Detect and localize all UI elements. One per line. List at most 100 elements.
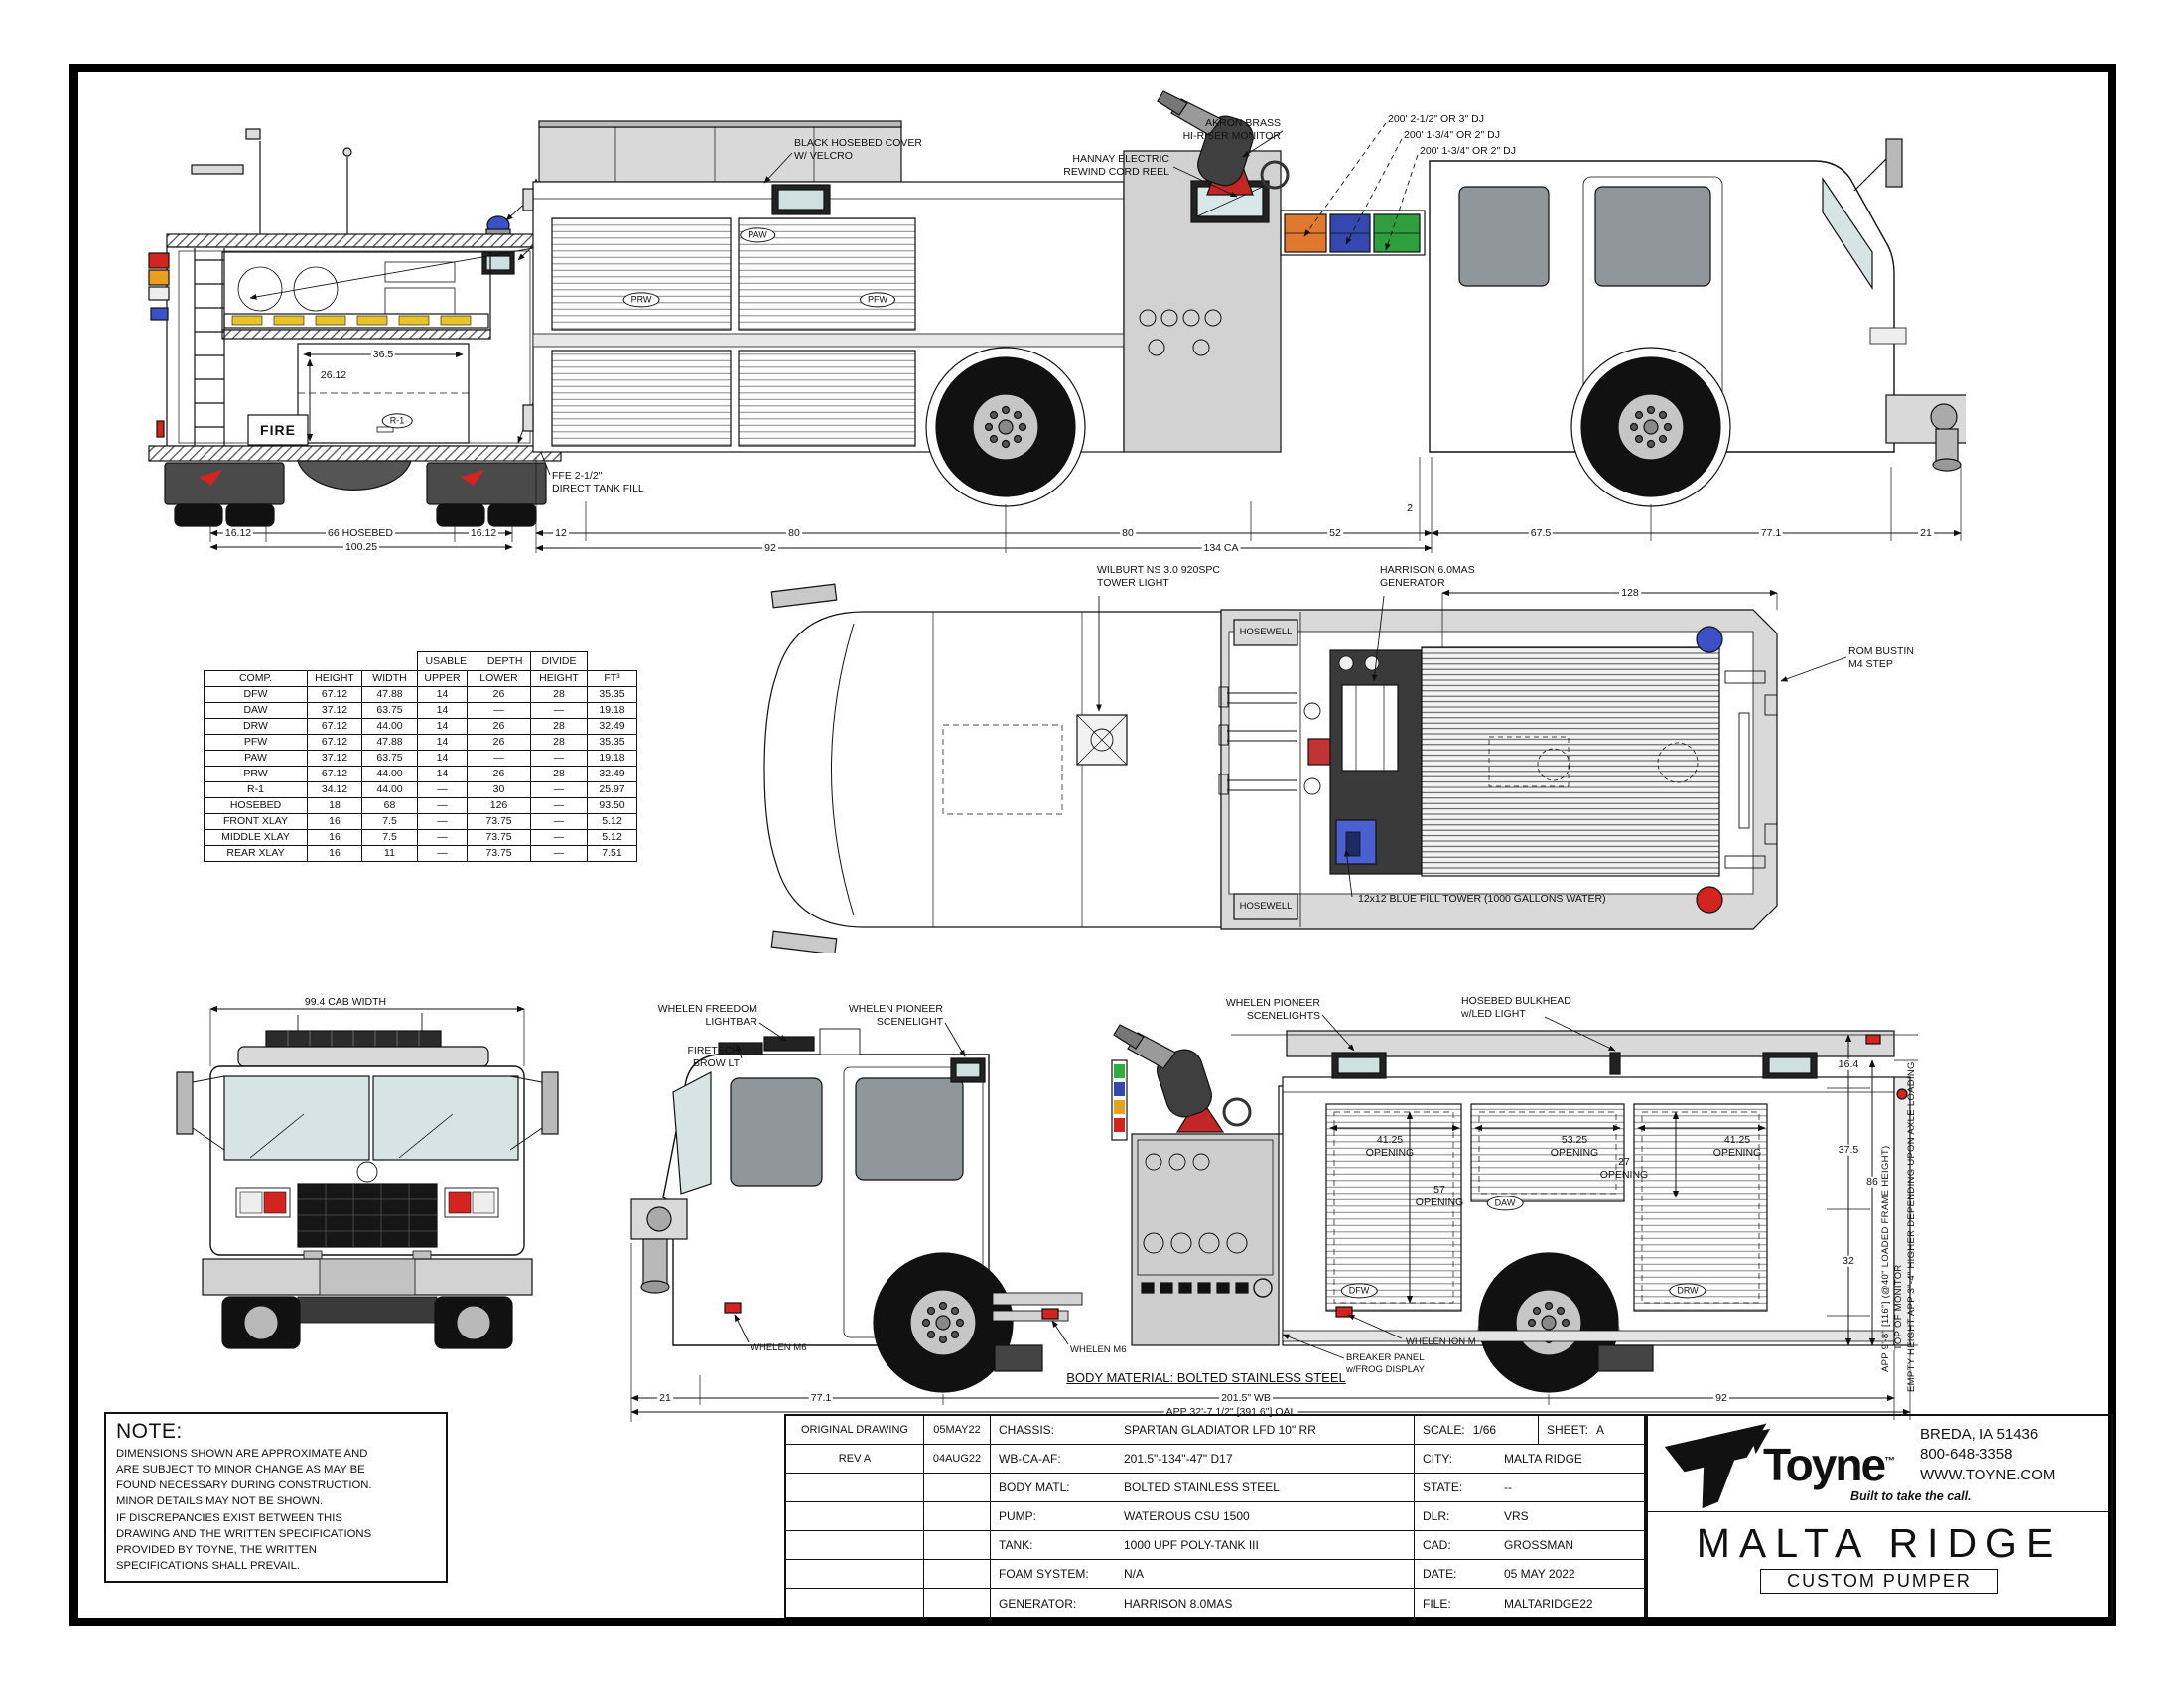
cell-width: 47.88 <box>361 734 418 751</box>
rear-tires <box>174 503 537 527</box>
cell-lower: 26 <box>467 718 531 735</box>
beacon-red-icon <box>1696 886 1723 914</box>
spec-label: WB-CA-AF: <box>999 1452 1061 1466</box>
callout-whelen-ion: WHELEN ION M <box>1406 1336 1476 1347</box>
cell-divide: — <box>530 781 588 798</box>
cell-height: 67.12 <box>307 734 362 751</box>
cell-comp: PRW <box>204 766 308 782</box>
cell-upper: — <box>417 829 468 846</box>
dim-rear-total: 100.25 <box>342 540 380 553</box>
pump-panel <box>1131 1133 1280 1346</box>
tag-prw: PRW <box>622 292 660 308</box>
rear-beacon-icon <box>485 215 511 235</box>
deck-gun-monitor <box>1157 90 1290 196</box>
sheet-value: A <box>1596 1423 1605 1437</box>
spec-label: PUMP: <box>999 1509 1037 1523</box>
rear-wheel <box>1478 1252 1619 1393</box>
cell-lower: — <box>467 702 531 719</box>
callout-rear-step: ROM BUSTIN M4 STEP <box>1848 645 1914 670</box>
table-row: HOSEBED 18 68 — 126 — 93.50 <box>204 797 637 814</box>
compartment-table: USABLE DEPTH DIVIDE COMP. HEIGHT WIDTH U… <box>204 651 637 862</box>
col-header: COMP. <box>204 670 308 687</box>
dim-p92: 92 <box>762 541 778 554</box>
meta-label: CAD: <box>1423 1538 1451 1552</box>
dim-d92: 92 <box>1713 1391 1729 1404</box>
cell-lower: 26 <box>467 734 531 751</box>
note-top-of-monitor: TOP OF MONITOR <box>1893 1264 1904 1350</box>
project-subtitle: CUSTOM PUMPER <box>1760 1569 1998 1594</box>
cell-ft3: 32.49 <box>587 718 637 735</box>
door-dfw <box>1325 1103 1462 1312</box>
meta-value: MALTA RIDGE <box>1504 1452 1582 1466</box>
brand-tagline: Built to take the call. <box>1850 1489 1972 1503</box>
note-empty-height: EMPTY HEIGHT APP 3"-4" HIGHER DEPENDING … <box>1906 1061 1917 1392</box>
callout-m6-front: WHELEN M6 <box>751 1342 807 1353</box>
door-drw <box>1633 1103 1768 1312</box>
switch-row <box>1141 1282 1249 1294</box>
scale-value: 1/66 <box>1472 1423 1497 1437</box>
opening-53: 53.25 OPENING <box>1550 1134 1599 1159</box>
rear-step-plan <box>1724 670 1778 869</box>
cell-width: 11 <box>361 845 418 862</box>
status-light-column <box>1111 1059 1128 1141</box>
cell-width: 63.75 <box>361 702 418 719</box>
rear-ladder-icon <box>194 248 225 447</box>
cell-width: 68 <box>361 797 418 814</box>
cell-ft3: 5.12 <box>587 829 637 846</box>
callout-pioneer-scenelight: WHELEN PIONEER SCENELIGHT <box>848 1003 943 1028</box>
cell-divide: 28 <box>530 734 588 751</box>
table-row: DAW 37.12 63.75 14 — — 19.18 <box>204 702 637 719</box>
callout-breaker-panel: BREAKER PANEL w/FROG DISPLAY <box>1346 1352 1426 1375</box>
spec-value: N/A <box>1124 1567 1145 1581</box>
opening-41a: 41.25 OPENING <box>1365 1134 1415 1159</box>
top-dim-lines <box>1441 589 1778 647</box>
callout-hosebed-bulkhead: HOSEBED BULKHEAD w/LED LIGHT <box>1461 995 1571 1020</box>
cell-comp: MIDDLE XLAY <box>204 829 308 846</box>
rear-lights-left <box>148 252 170 438</box>
cell-divide: — <box>530 702 588 719</box>
toyne-logo-icon <box>1664 1423 1770 1509</box>
cab-scenelight-icon <box>950 1057 986 1083</box>
note-heading: NOTE: <box>116 1420 183 1443</box>
meta-value: 05 MAY 2022 <box>1504 1567 1575 1581</box>
front-bumper <box>630 1198 688 1294</box>
mirror-icon <box>1853 138 1903 192</box>
cell-lower: 26 <box>467 766 531 782</box>
hosewell-rear-label: HOSEWELL <box>1239 901 1293 912</box>
body-material-note: BODY MATERIAL: BOLTED STAINLESS STEEL <box>1066 1370 1346 1385</box>
cell-lower: 26 <box>467 686 531 703</box>
hose-ends-icon <box>231 315 472 326</box>
cell-upper: — <box>417 845 468 862</box>
meta-value: GROSSMAN <box>1504 1538 1574 1552</box>
project-name: MALTA RIDGE <box>1696 1520 2063 1566</box>
dim-d86: 86 <box>1864 1175 1880 1188</box>
dim-d21: 21 <box>657 1391 673 1404</box>
dim-32: 32 <box>1841 1254 1856 1267</box>
cell-comp: PAW <box>204 750 308 767</box>
rear-step-chevron <box>148 445 562 462</box>
dim-p2: 2 <box>1405 501 1415 514</box>
callout-fill-tower: 12x12 BLUE FILL TOWER (1000 GALLONS WATE… <box>1358 893 1606 905</box>
cell-height: 67.12 <box>307 766 362 782</box>
cell-upper: 14 <box>417 734 468 751</box>
rev-date: 04AUG22 <box>924 1445 991 1473</box>
front-view-drawing <box>176 1005 559 1349</box>
cell-divide: — <box>530 797 588 814</box>
mirror-icon <box>770 930 838 953</box>
meta-value: MALTARIDGE22 <box>1504 1596 1593 1611</box>
dim-375: 37.5 <box>1836 1143 1861 1156</box>
cell-comp: R-1 <box>204 781 308 798</box>
cell-upper: — <box>417 797 468 814</box>
cell-comp: PFW <box>204 734 308 751</box>
cell-comp: DAW <box>204 702 308 719</box>
note-body: DIMENSIONS SHOWN ARE APPROXIMATE AND ARE… <box>116 1448 372 1572</box>
tag-pfw: PFW <box>860 292 895 308</box>
crosslay-plan <box>1218 686 1297 795</box>
cell-upper: — <box>417 813 468 830</box>
cell-height: 16 <box>307 845 362 862</box>
front-wheel <box>873 1252 1014 1393</box>
tag-paw: PAW <box>740 227 775 243</box>
table-row: REAR XLAY 16 11 — 73.75 — 7.51 <box>204 845 637 862</box>
cell-divide: — <box>530 845 588 862</box>
brand-tm: ™ <box>1884 1455 1895 1468</box>
